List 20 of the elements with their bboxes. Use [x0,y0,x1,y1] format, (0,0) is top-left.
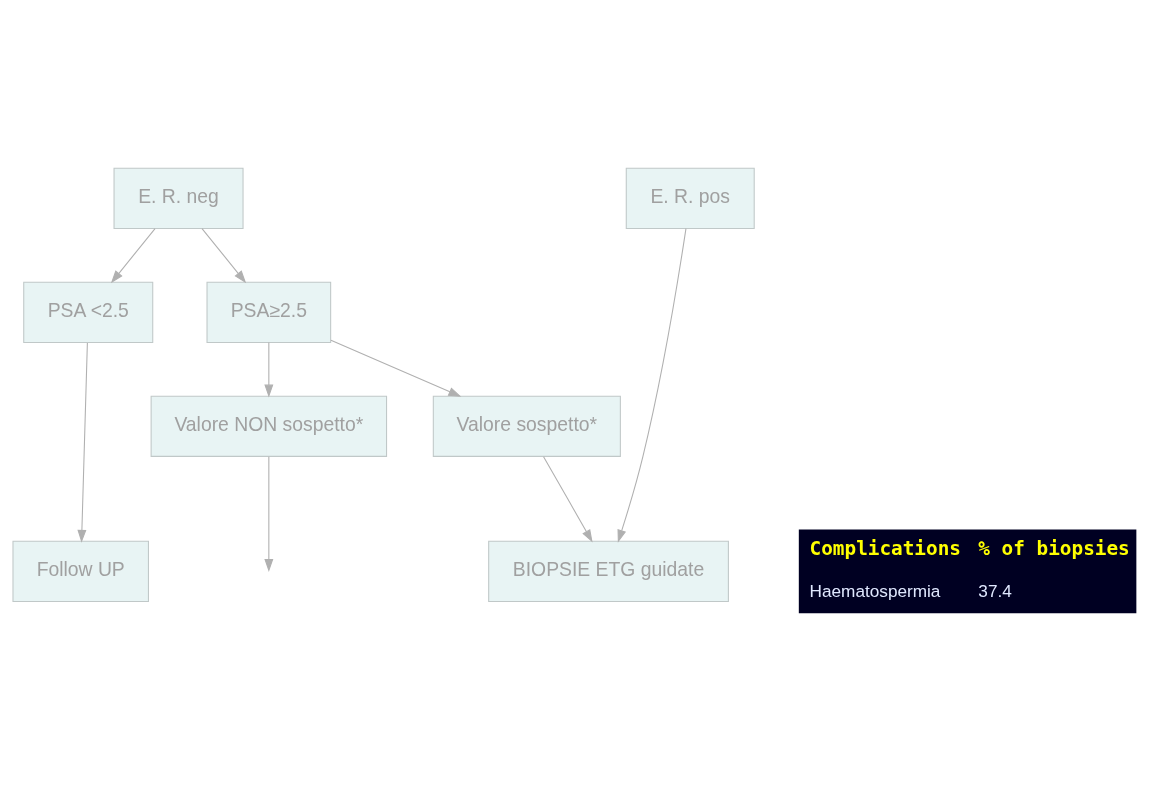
label: Haematospermia [809,580,941,601]
node-box: Follow UP [12,540,149,602]
arrow [617,227,687,543]
arrow [264,455,274,572]
arrow [201,227,247,283]
label: % of biopsies [978,536,1130,560]
node-box: PSA≥2.5 [206,281,332,343]
arrow [330,339,462,397]
arrow [77,341,88,543]
label: 37.4 [978,580,1012,601]
arrow [110,227,156,283]
arrow [264,341,274,398]
arrow [543,455,593,543]
node-box: E. R. pos [625,167,755,229]
label: Complications [809,536,961,560]
node-box: PSA <2.5 [23,281,154,343]
node-box: BIOPSIE ETG guidate [488,540,729,602]
node-box: E. R. neg [113,167,244,229]
node-box: Valore NON sospetto* [150,395,388,457]
node-box: Valore sospetto* [432,395,621,457]
